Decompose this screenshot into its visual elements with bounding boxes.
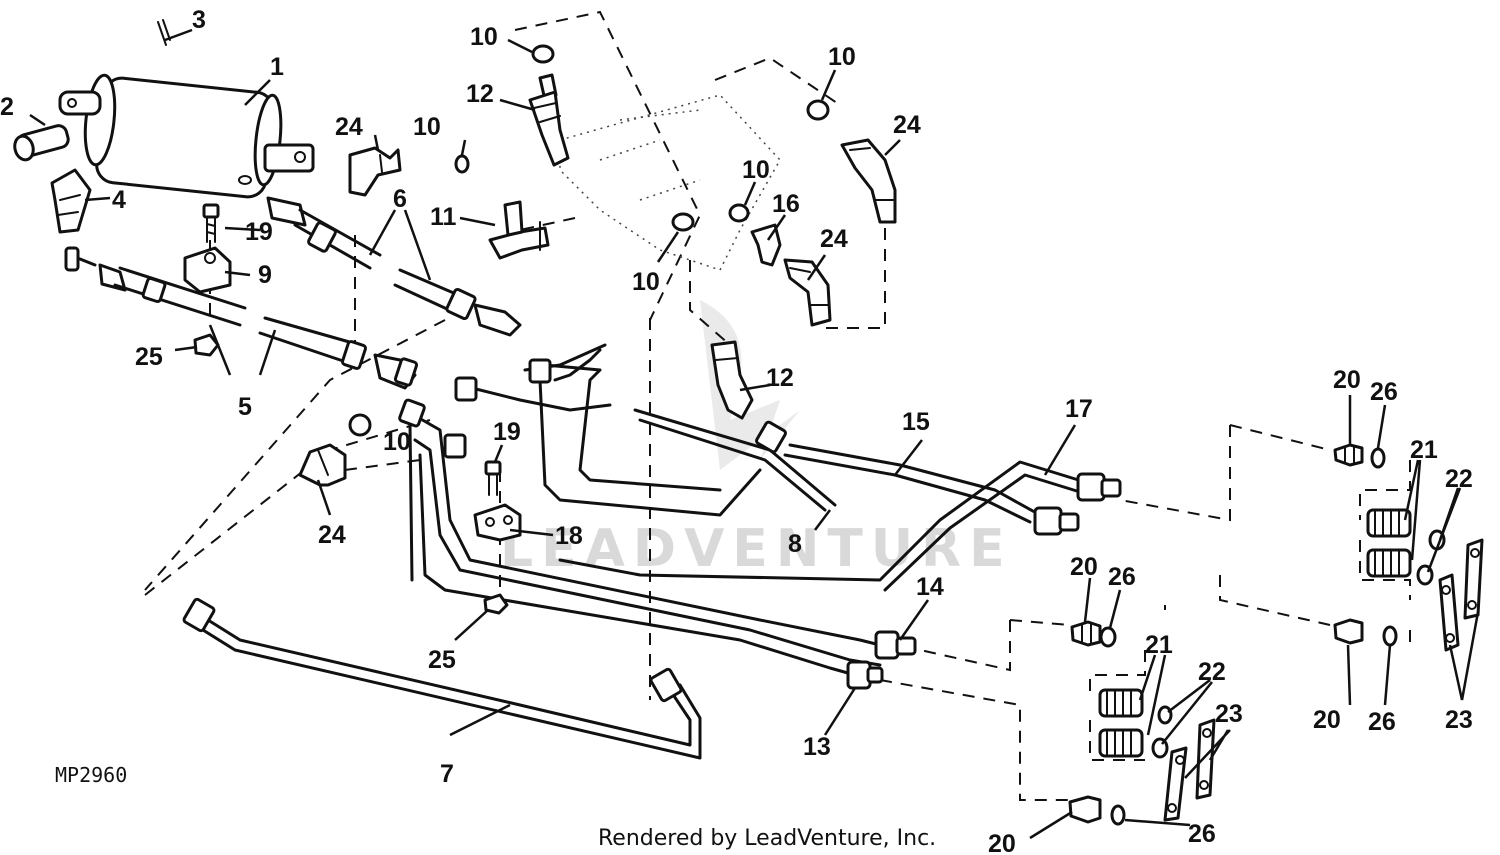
- callout-21-a: 21: [1410, 436, 1438, 464]
- elbow-fitting-24-a: [348, 146, 402, 197]
- fitting-16: [750, 223, 782, 267]
- o-ring-10-d: [728, 203, 750, 223]
- valve-body-outline: [559, 94, 781, 271]
- hose-assembly-5: [64, 246, 419, 390]
- callout-11: 11: [430, 203, 457, 231]
- o-ring-10-a: [531, 44, 555, 64]
- clevis-pin: [13, 124, 70, 162]
- nut-25-upper: [193, 333, 220, 357]
- callout-12-b: 12: [766, 364, 794, 392]
- bolt-19-upper: [202, 203, 220, 243]
- hose-assembly-6: [266, 196, 522, 337]
- render-credit: Rendered by LeadVenture, Inc.: [598, 826, 936, 851]
- callout-24-d: 24: [318, 521, 346, 549]
- callout-20-b: 20: [1070, 553, 1098, 581]
- watermark-text: LEADVENTURE: [500, 519, 1013, 579]
- elbow-fitting-24-c: [783, 258, 832, 327]
- callout-3: 3: [192, 6, 206, 34]
- steel-tubes: [193, 343, 1087, 760]
- spring-upper-2: [1366, 548, 1412, 578]
- callout-14: 14: [916, 573, 944, 601]
- elbow-fitting-24-d: [298, 443, 347, 487]
- callout-13: 13: [803, 733, 831, 761]
- callout-19-a: 19: [245, 218, 273, 246]
- callout-leaders: [29, 28, 1480, 840]
- callout-1: 1: [270, 53, 284, 81]
- callout-9: 9: [258, 261, 272, 289]
- spring-upper-1: [1366, 508, 1412, 538]
- callout-24-a: 24: [335, 113, 363, 141]
- hose-clamp-9: [183, 246, 232, 294]
- callout-26-d: 26: [1188, 820, 1216, 848]
- callout-23-a: 23: [1445, 706, 1473, 734]
- callout-8: 8: [788, 530, 802, 558]
- callout-17: 17: [1065, 395, 1093, 423]
- o-ring-10-c: [671, 212, 695, 232]
- callout-5: 5: [238, 393, 252, 421]
- callout-4: 4: [112, 186, 126, 214]
- callout-10-c: 10: [828, 43, 856, 71]
- callout-26-a: 26: [1370, 378, 1398, 406]
- callout-10-d: 10: [742, 156, 770, 184]
- callout-16: 16: [772, 190, 800, 218]
- valve-spool-group-lower: [1068, 620, 1216, 826]
- callout-18: 18: [555, 522, 583, 550]
- callout-21-b: 21: [1145, 631, 1173, 659]
- callout-26-b: 26: [1108, 563, 1136, 591]
- callout-25-b: 25: [428, 646, 456, 674]
- callout-10-a: 10: [470, 23, 498, 51]
- callout-19-b: 19: [493, 418, 521, 446]
- elbow-fitting-12-upper: [528, 73, 570, 167]
- callout-26-c: 26: [1368, 708, 1396, 736]
- spring-lower-1: [1098, 688, 1144, 718]
- callout-20-a: 20: [1333, 366, 1361, 394]
- callout-2: 2: [0, 93, 14, 121]
- callout-22-a: 22: [1445, 465, 1473, 493]
- link-23-upper: [1438, 538, 1484, 652]
- o-ring-10-f: [348, 413, 372, 437]
- callout-20-c: 20: [1313, 706, 1341, 734]
- tube-clamp-18: [473, 503, 522, 542]
- figure-code: MP2960: [55, 763, 127, 787]
- hydraulic-cylinder: [58, 73, 315, 199]
- callout-24-c: 24: [820, 225, 848, 253]
- callout-25-a: 25: [135, 343, 163, 371]
- tube-fittings: [182, 358, 1122, 703]
- elbow-fitting-24-b: [840, 138, 897, 224]
- callout-10-f: 10: [383, 428, 411, 456]
- elbow-fitting-4: [50, 168, 92, 234]
- callout-10-e: 10: [632, 268, 660, 296]
- spring-lower-2: [1098, 728, 1144, 758]
- tee-fitting-11: [488, 200, 550, 260]
- callout-23-b: 23: [1215, 700, 1243, 728]
- bolt-19-lower: [484, 460, 502, 496]
- callout-22-b: 22: [1198, 658, 1226, 686]
- elbow-fitting-12-lower: [710, 340, 754, 420]
- o-ring-10-b: [454, 154, 470, 174]
- callout-7: 7: [440, 760, 454, 788]
- callout-10-b: 10: [413, 113, 441, 141]
- callout-6: 6: [393, 185, 407, 213]
- o-ring-10-e: [806, 99, 830, 121]
- cotter-pin: [157, 19, 171, 46]
- callout-24-b: 24: [893, 111, 921, 139]
- callout-labels: 1 2 3 4 5 6 7 8 9 10 10 10 10 10 10 11 1…: [0, 6, 1473, 855]
- callout-20-d: 20: [988, 830, 1016, 855]
- callout-12-a: 12: [466, 80, 494, 108]
- callout-15: 15: [902, 408, 930, 436]
- nut-25-lower: [483, 593, 509, 615]
- link-23-lower: [1163, 718, 1216, 822]
